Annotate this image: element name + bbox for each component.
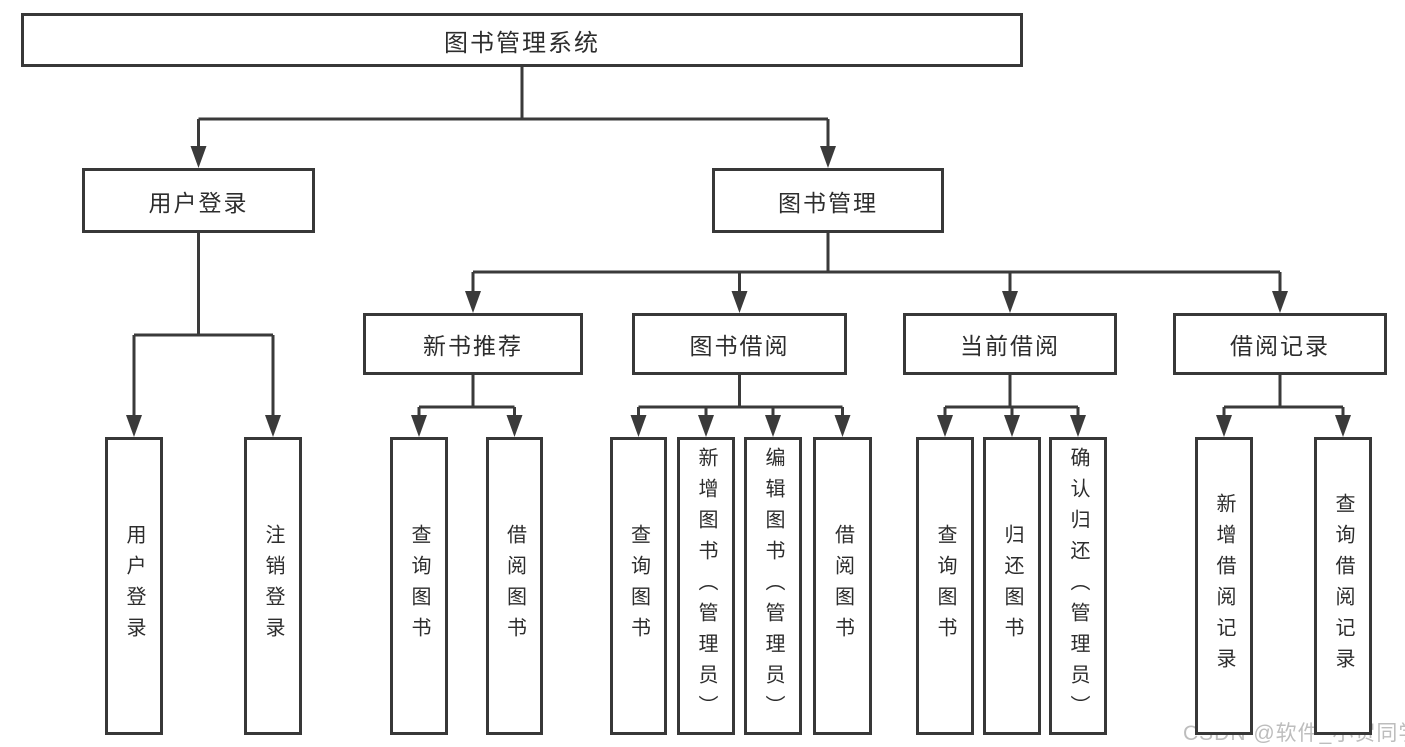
node-book-borrow: 图书借阅	[632, 313, 847, 375]
node-label-root: 图书管理系统	[444, 29, 600, 57]
node-label-current-borrow: 当前借阅	[960, 333, 1060, 359]
arrowhead-icon	[765, 415, 781, 437]
node-label-leaf-logout: 注销登录	[262, 524, 284, 648]
node-label-leaf-return-book: 归还图书	[1001, 524, 1023, 648]
arrowhead-icon	[1070, 415, 1086, 437]
node-label-leaf-borrow-book-2: 借阅图书	[831, 524, 854, 648]
node-leaf-query-record: 查询借阅记录	[1314, 437, 1372, 735]
node-label-leaf-add-book: 新增图书（管理员）	[695, 446, 717, 726]
arrowhead-icon	[1272, 291, 1288, 313]
node-leaf-borrow-book-2: 借阅图书	[813, 437, 872, 735]
node-label-leaf-confirm-return: 确认归还（管理员）	[1067, 446, 1089, 726]
arrowhead-icon	[1335, 415, 1351, 437]
arrowhead-icon	[126, 415, 142, 437]
node-leaf-query-book-3: 查询图书	[916, 437, 974, 735]
node-current-borrow: 当前借阅	[903, 313, 1117, 375]
node-label-leaf-user-login: 用户登录	[123, 524, 145, 648]
node-leaf-logout: 注销登录	[244, 437, 302, 735]
node-book-mgmt: 图书管理	[712, 168, 944, 233]
node-leaf-user-login: 用户登录	[105, 437, 163, 735]
arrowhead-icon	[820, 146, 836, 168]
node-label-book-borrow: 图书借阅	[689, 333, 790, 359]
arrowhead-icon	[1004, 415, 1020, 437]
node-user-login-group: 用户登录	[82, 168, 315, 233]
node-label-leaf-add-record: 新增借阅记录	[1213, 493, 1235, 679]
node-label-leaf-edit-book: 编辑图书（管理员）	[762, 446, 784, 726]
node-leaf-add-record: 新增借阅记录	[1195, 437, 1253, 735]
arrowhead-icon	[1002, 291, 1018, 313]
node-root: 图书管理系统	[21, 13, 1023, 67]
node-leaf-query-book-2: 查询图书	[610, 437, 667, 735]
arrowhead-icon	[937, 415, 953, 437]
node-leaf-confirm-return: 确认归还（管理员）	[1049, 437, 1107, 735]
node-label-leaf-query-book-1: 查询图书	[408, 524, 430, 648]
node-label-new-book-recommend: 新书推荐	[423, 333, 523, 359]
node-new-book-recommend: 新书推荐	[363, 313, 583, 375]
node-label-leaf-query-record: 查询借阅记录	[1332, 493, 1354, 679]
node-label-book-mgmt: 图书管理	[778, 189, 878, 216]
node-leaf-borrow-book-1: 借阅图书	[486, 437, 543, 735]
node-label-leaf-query-book-2: 查询图书	[627, 524, 650, 648]
node-leaf-return-book: 归还图书	[983, 437, 1041, 735]
arrowhead-icon	[506, 415, 523, 437]
arrowhead-icon	[465, 291, 481, 313]
arrowhead-icon	[698, 415, 714, 437]
arrowhead-icon	[190, 146, 207, 168]
arrowhead-icon	[630, 415, 647, 437]
node-label-leaf-borrow-book-1: 借阅图书	[503, 524, 526, 648]
node-label-borrow-record: 借阅记录	[1230, 333, 1330, 359]
arrowhead-icon	[265, 415, 281, 437]
node-leaf-edit-book: 编辑图书（管理员）	[744, 437, 802, 735]
arrowhead-icon	[1216, 415, 1232, 437]
node-leaf-query-book-1: 查询图书	[390, 437, 448, 735]
node-leaf-add-book: 新增图书（管理员）	[677, 437, 735, 735]
arrowhead-icon	[411, 415, 427, 437]
arrowhead-icon	[834, 415, 851, 437]
arrowhead-icon	[731, 291, 748, 313]
node-label-user-login-group: 用户登录	[148, 189, 249, 216]
node-label-leaf-query-book-3: 查询图书	[934, 524, 956, 648]
node-borrow-record: 借阅记录	[1173, 313, 1387, 375]
